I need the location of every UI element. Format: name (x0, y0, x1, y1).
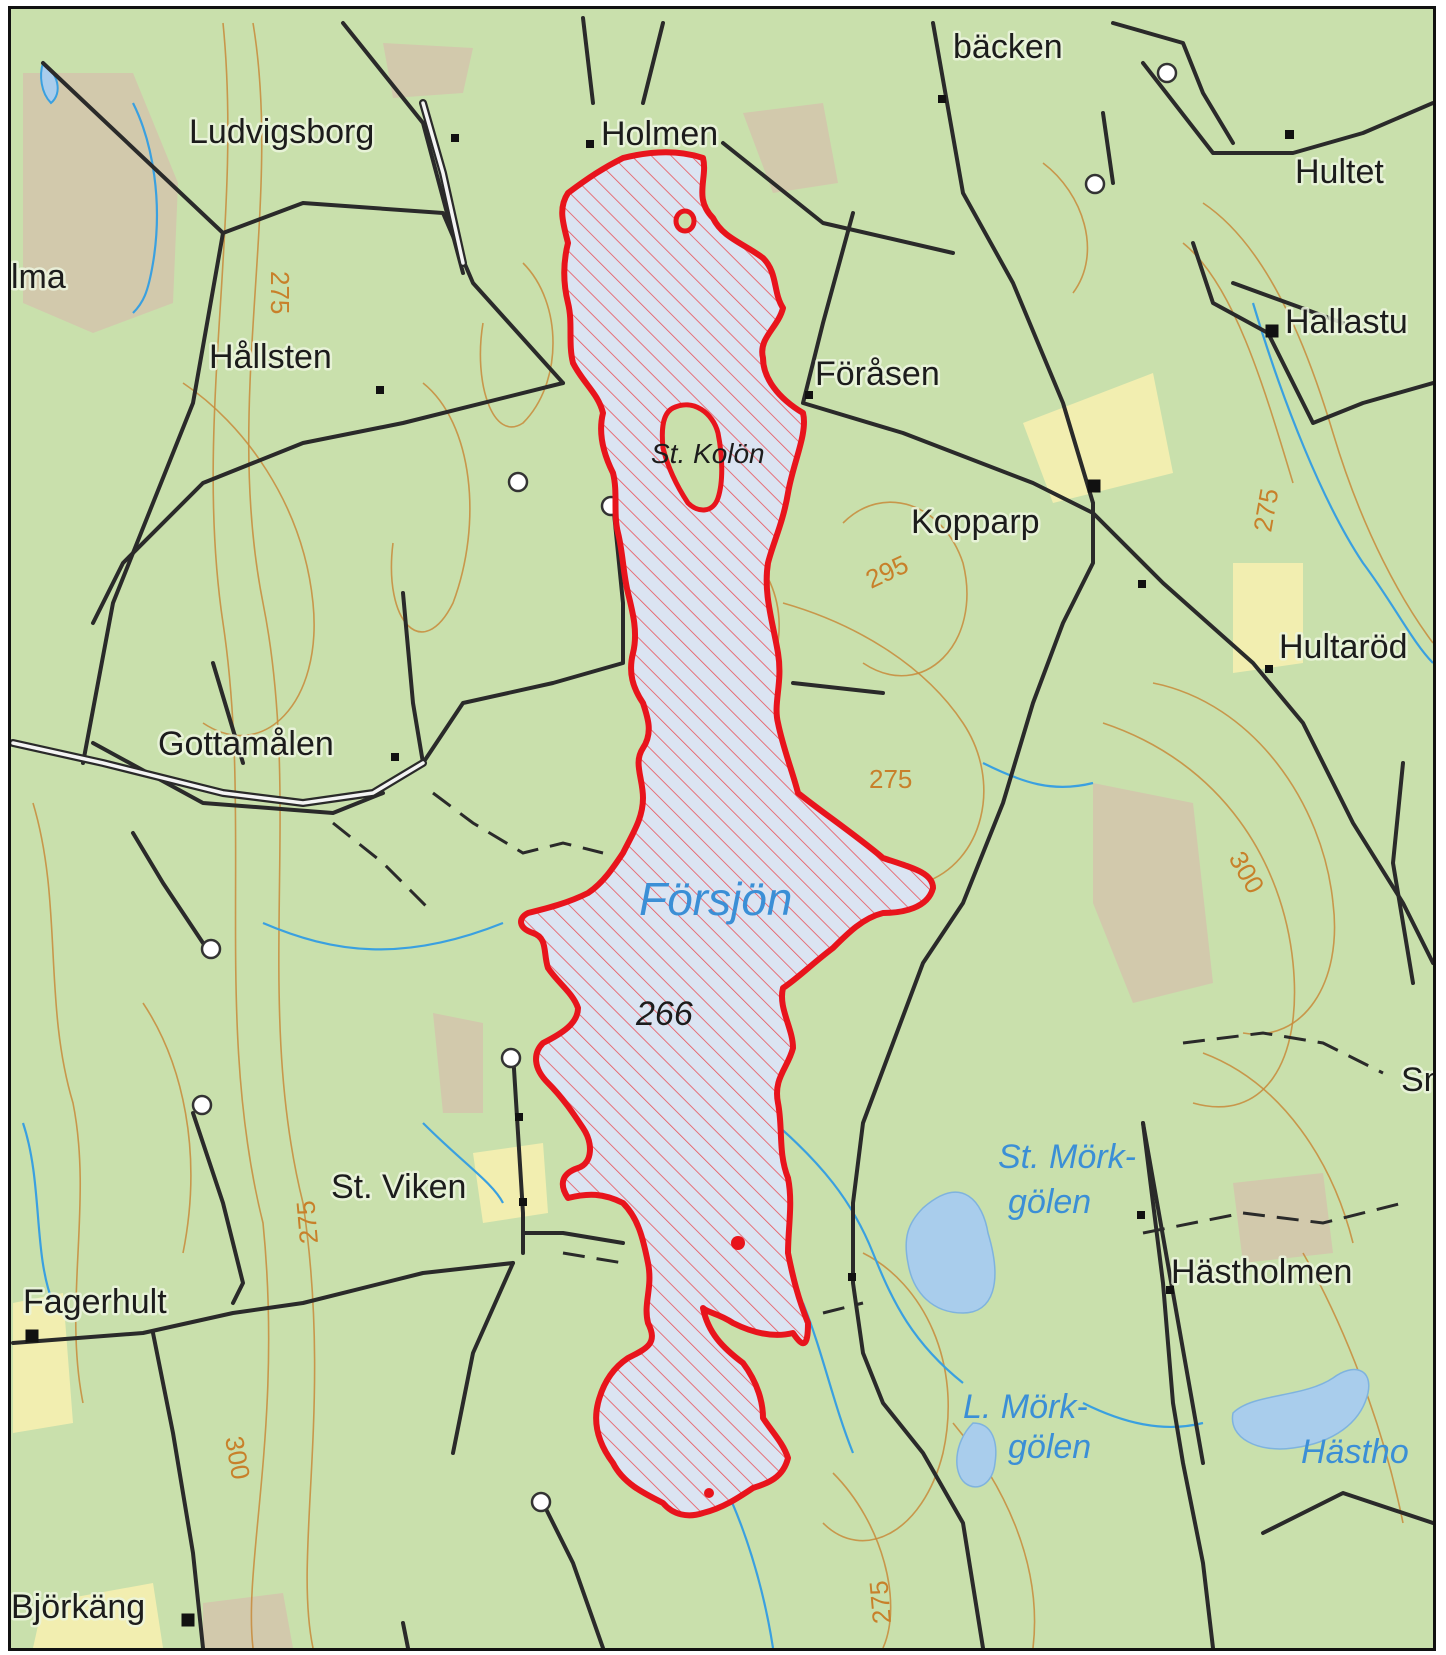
bog-areas (23, 43, 1333, 1648)
place-label-bjorkang: Björkäng (11, 1588, 145, 1626)
place-label-holmen: Holmen (601, 115, 718, 153)
island-label-st-kolon: St. Kolön (651, 438, 765, 469)
place-label-hallastu: Hallastu (1285, 303, 1408, 341)
hastholmen-pond (1231, 1368, 1370, 1450)
place-label-sn: Sn (1401, 1061, 1433, 1099)
roads (11, 16, 1433, 1648)
st-morkgolen-pond (905, 1191, 996, 1314)
map-frame[interactable]: 275 295 275 300 275 275 300 275 bäcken L… (8, 6, 1436, 1651)
lake-elevation-label: 266 (635, 995, 693, 1033)
place-label-fagerhult: Fagerhult (23, 1283, 167, 1321)
water-labels: St. Mörk- gölen L. Mörk- gölen Hästho (963, 1138, 1409, 1471)
place-labels: bäcken Ludvigsborg Holmen Hultet lma Hål… (11, 26, 1433, 1629)
streams (21, 61, 1433, 1648)
tracks (332, 791, 1404, 1315)
road-endpoints (191, 62, 1178, 1513)
place-label-hastholmen: Hästholmen (1171, 1253, 1352, 1291)
place-label-brudbacken: bäcken (953, 28, 1063, 66)
contour-label-275-bottom: 275 (863, 1579, 897, 1625)
water-label-st-morkgolen-2: gölen (1008, 1183, 1091, 1221)
place-label-forasen: Föråsen (815, 355, 940, 393)
small-island-north (673, 208, 697, 234)
main-roads (11, 99, 467, 807)
place-label-st-viken: St. Viken (331, 1168, 466, 1206)
l-morkgolen-pond (956, 1422, 997, 1488)
contour-label-300-sw: 300 (219, 1434, 256, 1482)
contour-label-275-ne: 275 (1247, 486, 1284, 534)
place-label-kopparp: Kopparp (911, 503, 1040, 541)
water-label-l-morkgolen-1: L. Mörk- (963, 1388, 1088, 1426)
place-label-ludvigsborg: Ludvigsborg (189, 113, 374, 151)
contour-lines (32, 22, 1433, 1648)
forsjon-lake[interactable] (518, 149, 936, 1519)
water-label-l-morkgolen-2: gölen (1008, 1428, 1091, 1466)
contour-label-275-nw: 275 (265, 271, 295, 314)
contour-label-275-mid: 275 (869, 764, 912, 794)
houses (25, 95, 1294, 1627)
water-label-hastho: Hästho (1301, 1433, 1409, 1471)
place-label-hultarod: Hultaröd (1279, 628, 1408, 666)
place-label-hultet: Hultet (1295, 153, 1384, 191)
st-kolon-island (659, 402, 725, 513)
small-island-south (731, 1236, 745, 1250)
lake-label-forsjon: Försjön (639, 873, 792, 925)
ponds (905, 1191, 1370, 1488)
place-label-hallsten: Hållsten (209, 338, 332, 376)
place-label-ima: lma (11, 258, 66, 296)
fields (13, 373, 1303, 1648)
contour-label-275-sw: 275 (290, 1199, 324, 1245)
small-island-bottom (704, 1488, 714, 1498)
place-label-gottamalen: Gottamålen (158, 725, 334, 763)
water-label-st-morkgolen-1: St. Mörk- (998, 1138, 1136, 1176)
